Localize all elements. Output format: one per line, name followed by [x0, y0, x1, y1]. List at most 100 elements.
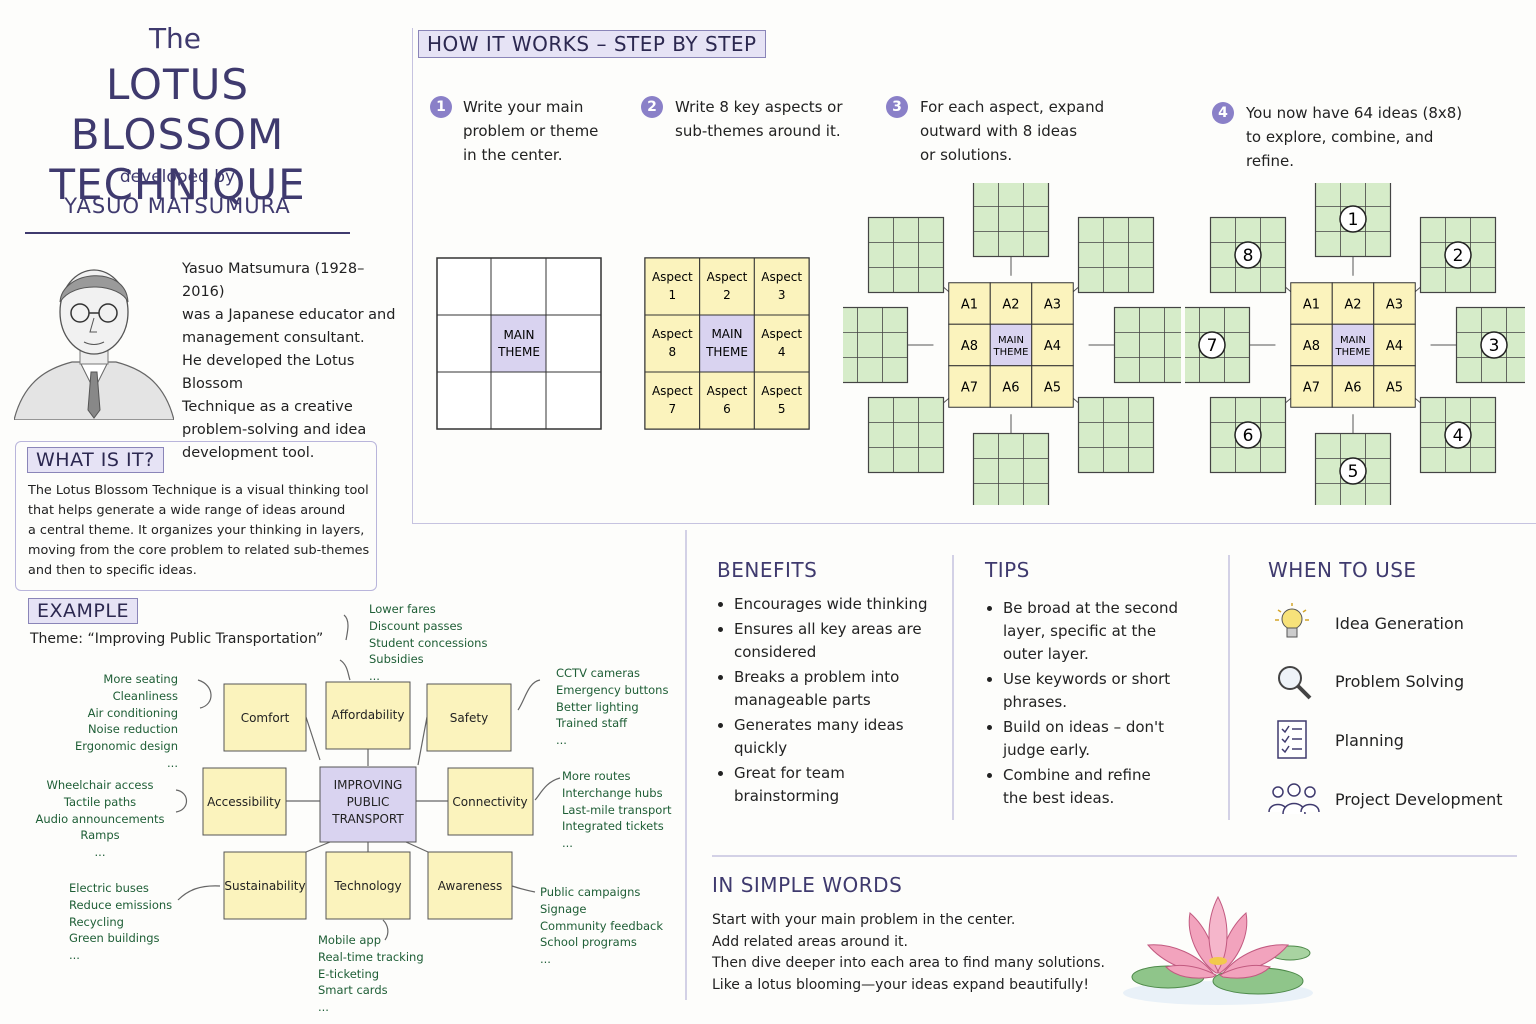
- idea-block: [867, 396, 945, 474]
- aspect-cell: [1290, 282, 1333, 325]
- bio-line: Technique as a creative: [182, 399, 353, 415]
- cell-label: Aspect: [652, 270, 693, 284]
- idea-block: 5: [1314, 432, 1392, 505]
- portrait-image: [14, 269, 174, 420]
- cell-label: 1: [669, 288, 677, 302]
- list-item: Audio announcements: [35, 811, 165, 826]
- main-label: MAIN: [503, 328, 534, 342]
- idea-block-number: 4: [1453, 426, 1464, 446]
- line: quickly: [734, 739, 788, 757]
- sustainability-box: [223, 851, 307, 920]
- cell-label: 5: [778, 402, 786, 416]
- step-line: refine.: [1246, 152, 1295, 170]
- line: Ensures all key areas are: [734, 620, 922, 638]
- step-number: 4: [1212, 102, 1234, 124]
- idea-block-frame: [1077, 216, 1155, 294]
- awareness-ideas: Public campaigns Signage Community feedb…: [540, 884, 680, 968]
- idea-block-number-badge: [1444, 241, 1472, 269]
- list-item: Lower fares: [369, 602, 436, 616]
- list-item: Last-mile transport: [562, 802, 672, 817]
- step-4-text: You now have 64 ideas (8x8) to explore, …: [1246, 101, 1462, 173]
- cell-label: A3: [1044, 298, 1061, 313]
- line: the best ideas.: [1003, 789, 1115, 807]
- list-item: Trained staff: [556, 716, 628, 731]
- simple-line: Like a lotus blooming—your ideas expand …: [712, 976, 1089, 993]
- list-item: School programs: [540, 935, 637, 950]
- step-line: For each aspect, expand: [920, 98, 1105, 116]
- simple-line: Start with your main problem in the cent…: [712, 912, 1016, 928]
- list-item: Mobile app: [318, 933, 382, 947]
- list-item: ...: [167, 755, 178, 770]
- aspect-cell: [1031, 323, 1074, 367]
- cell-label: 6: [723, 402, 731, 416]
- idea-block-frame: [972, 183, 1050, 258]
- list-item: Real-time tracking: [318, 949, 424, 964]
- page-title: LOTUS BLOSSOM TECHNIQUE: [0, 60, 355, 210]
- affordability-label: Affordability: [332, 708, 405, 722]
- aspect-cell: [989, 282, 1033, 325]
- line: Great for team: [734, 764, 845, 782]
- when-item-label: Problem Solving: [1335, 672, 1465, 691]
- bio-line: Yasuo Matsumura (1928–2016): [182, 261, 365, 300]
- list-item: Green buildings: [69, 931, 160, 946]
- cell-label: THEME: [1335, 347, 1371, 358]
- bio-line: was a Japanese educator and: [182, 307, 396, 323]
- cell-label: Aspect: [761, 270, 802, 284]
- cell-label: MAIN: [711, 327, 742, 341]
- center-line-2: PUBLIC: [347, 795, 390, 809]
- cell-label: A4: [1386, 339, 1403, 354]
- aspect-cell: [1031, 365, 1074, 408]
- technology-box: [325, 851, 411, 920]
- list-item: Subsidies: [369, 652, 424, 667]
- step-number: 3: [886, 96, 908, 118]
- idea-block-number-badge: [1198, 331, 1226, 359]
- list-item: ...: [318, 1000, 329, 1015]
- aspect-cell: [644, 314, 701, 373]
- idea-block-number: 2: [1453, 246, 1464, 266]
- list-item: Noise reduction: [87, 722, 178, 737]
- cell-label: A6: [1344, 381, 1361, 396]
- list-item: ...: [369, 669, 380, 684]
- aspect-cell: [1373, 282, 1416, 325]
- cell-label: Aspect: [761, 327, 802, 341]
- aspect-cell: [699, 257, 755, 316]
- list-item: Tactile paths: [63, 794, 137, 809]
- title-line-2: TECHNIQUE: [49, 160, 306, 209]
- comfort-box: [223, 683, 307, 752]
- what-line: and then to specific ideas.: [28, 563, 197, 578]
- list-item: ...: [69, 948, 80, 963]
- line: Be broad at the second: [1003, 599, 1179, 617]
- cell-label: THEME: [993, 347, 1029, 358]
- lightbulb-icon: [1275, 603, 1309, 638]
- list-item: More seating: [103, 672, 178, 686]
- aspect-cell: [1290, 365, 1333, 408]
- center-box: [319, 766, 417, 843]
- idea-block: 6: [1209, 396, 1287, 474]
- line: Use keywords or short: [1003, 670, 1171, 688]
- list-item: Smart cards: [318, 983, 388, 998]
- cell-label: 7: [669, 402, 677, 416]
- list-item: Signage: [540, 901, 587, 916]
- step-line: to explore, combine, and: [1246, 128, 1434, 146]
- idea-block: 7: [1185, 306, 1251, 384]
- aspect-cell: [989, 365, 1033, 408]
- idea-block-number: 3: [1489, 336, 1500, 356]
- step-line: You now have 64 ideas (8x8): [1246, 104, 1463, 122]
- benefits-heading: BENEFITS: [717, 558, 818, 582]
- affordability-ideas: Lower fares Discount passes Student conc…: [369, 601, 529, 685]
- cell-label: 2: [723, 288, 731, 302]
- idea-block-frame: [867, 396, 945, 474]
- bio-line: problem-solving and idea: [182, 422, 367, 438]
- aspect-cell: [644, 371, 701, 430]
- idea-block: [1077, 216, 1155, 294]
- cell-label: A5: [1386, 381, 1403, 396]
- aspect-cell: [948, 365, 991, 408]
- list-item: Wheelchair access: [46, 778, 154, 792]
- step-2-grid: Aspect1Aspect2Aspect3Aspect8MAINTHEMEAsp…: [644, 257, 810, 430]
- cell-label: Aspect: [652, 327, 693, 341]
- list-item: E-ticketing: [318, 966, 380, 981]
- how-it-works-panel: [412, 28, 1536, 524]
- idea-block: [867, 216, 945, 294]
